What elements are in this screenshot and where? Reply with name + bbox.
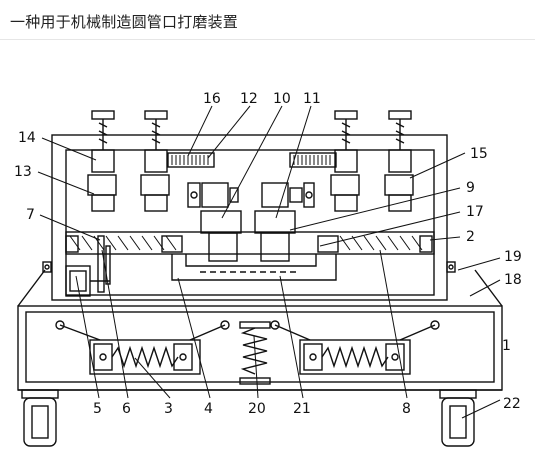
callout-15: 15 (470, 146, 488, 162)
callout-2: 2 (466, 229, 475, 245)
spring-chamber-right (299, 339, 411, 375)
upper-box (51, 134, 448, 301)
callout-14: 14 (18, 130, 36, 146)
spring-chamber-left (89, 339, 201, 375)
callout-19: 19 (504, 249, 522, 265)
wheel-left (21, 389, 59, 447)
callout-4: 4 (204, 401, 213, 417)
rail (65, 231, 435, 255)
leader-lines (37, 105, 501, 419)
callout-22: 22 (503, 396, 521, 412)
callout-labels: 14 13 7 16 12 10 11 15 9 17 2 19 18 1 22… (14, 91, 522, 417)
device-diagram: 14 13 7 16 12 10 11 15 9 17 2 19 18 1 22… (14, 91, 522, 447)
callout-18: 18 (504, 272, 522, 288)
callout-10: 10 (273, 91, 291, 107)
screw-blocks (87, 149, 414, 212)
callout-1: 1 (502, 338, 511, 354)
page-title: 一种用于机械制造圆管口打磨装置 (10, 13, 239, 31)
callout-20: 20 (248, 401, 266, 417)
patent-drawing: 14 13 7 16 12 10 11 15 9 17 2 19 18 1 22… (0, 40, 535, 472)
callout-7: 7 (26, 207, 35, 223)
callout-9: 9 (466, 180, 475, 196)
grinding-heads (200, 210, 296, 262)
pipe-trough (171, 254, 337, 281)
callout-8: 8 (402, 401, 411, 417)
top-screws (91, 110, 412, 150)
callout-12: 12 (240, 91, 258, 107)
title-bar: 一种用于机械制造圆管口打磨装置 (0, 0, 535, 40)
wheel-right (439, 389, 477, 447)
callout-17: 17 (466, 204, 484, 220)
center-spring (239, 321, 271, 385)
callout-5: 5 (93, 401, 102, 417)
callout-13: 13 (14, 164, 32, 180)
callout-3: 3 (164, 401, 173, 417)
callout-11: 11 (303, 91, 321, 107)
callout-21: 21 (293, 401, 311, 417)
base-frame (17, 305, 503, 391)
callout-6: 6 (122, 401, 131, 417)
callout-16: 16 (203, 91, 221, 107)
linkages (55, 320, 440, 341)
grilles (167, 152, 337, 168)
motors (187, 182, 315, 208)
